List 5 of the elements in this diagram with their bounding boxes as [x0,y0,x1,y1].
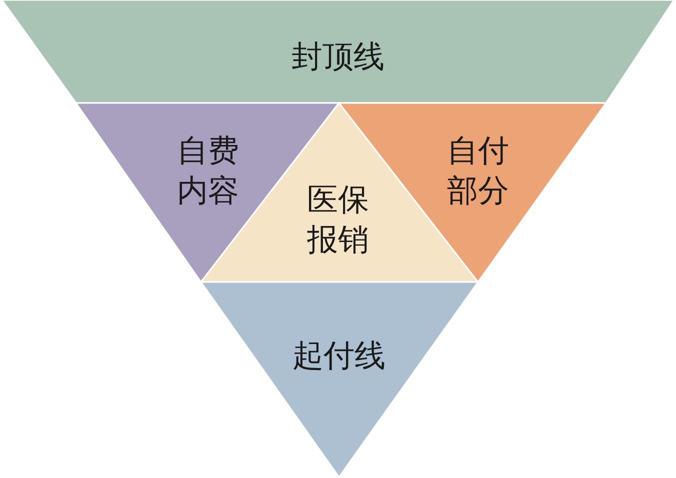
region-label: 起付线 [292,337,386,376]
region-label: 自付部分 [446,132,510,211]
region-label: 自费内容 [176,132,240,211]
region-label: 医保报销 [306,181,370,260]
region-label: 封顶线 [290,38,386,77]
